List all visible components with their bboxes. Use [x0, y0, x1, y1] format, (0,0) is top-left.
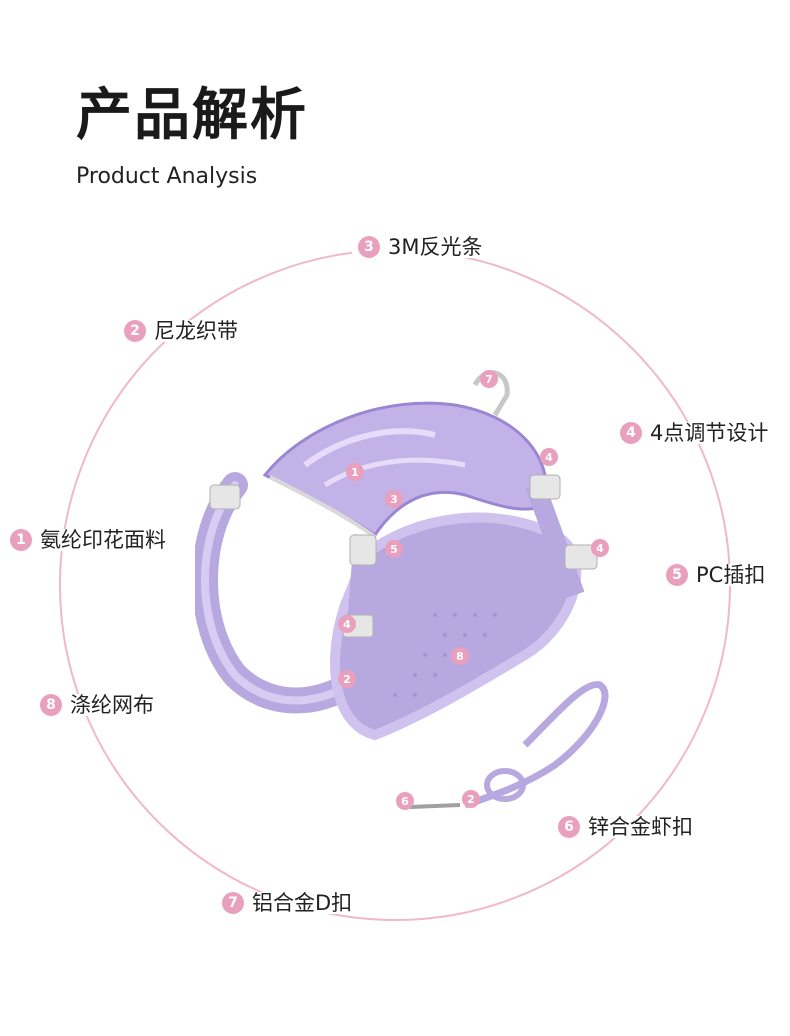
callout-pc-buckle: 5 PC插扣: [660, 562, 772, 587]
callout-text: 4点调节设计: [650, 420, 769, 445]
marker-dot: 6: [396, 792, 414, 810]
marker-dot: 2: [462, 790, 480, 808]
page-title: 产品解析: [76, 83, 308, 148]
callout-polyester-mesh: 8 涤纶网布: [34, 694, 160, 716]
callout-number: 3: [358, 236, 380, 258]
marker-dot: 2: [338, 670, 356, 688]
callout-number: 5: [666, 564, 688, 586]
marker-dot: 7: [480, 370, 498, 388]
marker-dot: 4: [338, 615, 356, 633]
harness-illustration: [195, 370, 609, 809]
page-subtitle: Product Analysis: [76, 164, 258, 189]
callout-text: 涤纶网布: [70, 692, 154, 717]
callout-number: 6: [558, 816, 580, 838]
callout-text: 铝合金D扣: [252, 890, 353, 915]
marker-dot: 4: [591, 539, 609, 557]
callout-number: 1: [10, 529, 32, 551]
callout-text: 氨纶印花面料: [40, 527, 166, 552]
marker-dot: 3: [385, 490, 403, 508]
callout-number: 8: [40, 694, 62, 716]
callout-nylon-webbing: 2 尼龙织带: [118, 320, 244, 342]
callout-aluminum-dring: 7 铝合金D扣: [216, 890, 359, 915]
callout-number: 7: [222, 892, 244, 914]
marker-dot: 4: [540, 448, 558, 466]
callout-reflective-strip: 3 3M反光条: [352, 234, 489, 259]
callout-adjustment: 4 4点调节设计: [614, 420, 775, 445]
marker-dot: 8: [451, 647, 469, 665]
callout-text: 锌合金虾扣: [588, 814, 693, 839]
marker-dot: 5: [385, 540, 403, 558]
callout-number: 4: [620, 422, 642, 444]
callout-text: 3M反光条: [388, 234, 483, 259]
marker-dot: 1: [346, 463, 364, 481]
callout-zinc-clasp: 6 锌合金虾扣: [552, 816, 699, 838]
callout-text: 尼龙织带: [154, 318, 238, 343]
callout-number: 2: [124, 320, 146, 342]
callout-text: PC插扣: [696, 562, 766, 587]
callout-spandex-fabric: 1 氨纶印花面料: [4, 529, 172, 551]
